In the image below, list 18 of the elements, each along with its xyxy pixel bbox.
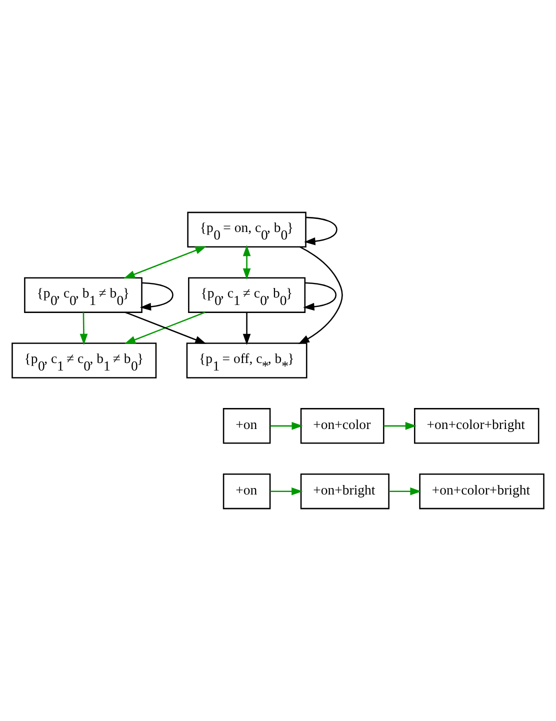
- node-box: +on: [222, 408, 271, 444]
- arrow: [242, 312, 251, 346]
- arrow: [304, 216, 338, 246]
- arrow: [270, 422, 303, 430]
- arrow: [124, 246, 206, 278]
- arrow: [384, 422, 417, 430]
- arrow: [389, 487, 422, 496]
- node-box: +on+color+bright: [414, 408, 540, 444]
- node-box: +on+color+bright: [419, 473, 544, 510]
- node-box: +on: [222, 473, 271, 510]
- arrow: [303, 282, 337, 311]
- node-box: +on+bright: [300, 473, 390, 510]
- arrow: [140, 282, 174, 311]
- arrow: [270, 487, 303, 496]
- arrow: [80, 312, 88, 346]
- arrow: [298, 246, 343, 344]
- arrow: [242, 244, 251, 280]
- node-box: +on+color: [300, 408, 384, 444]
